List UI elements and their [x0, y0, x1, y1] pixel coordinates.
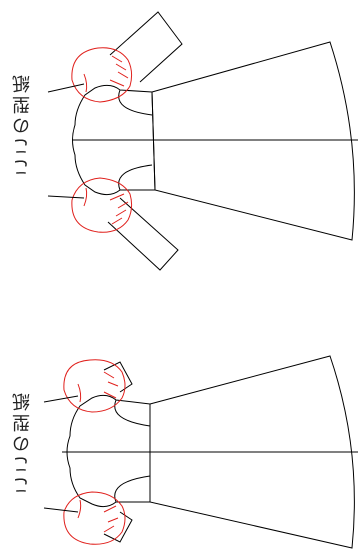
neckline-top-2: [118, 164, 153, 191]
bodice-top: [72, 84, 155, 196]
sleeve-short-bottom: [103, 511, 133, 543]
skirt-bottom: [149, 355, 355, 549]
neckline-bottom: [114, 399, 151, 427]
puff-sleeve-highlight-top: [71, 47, 133, 233]
dress-figure-bottom: [62, 355, 358, 549]
sleeve-short-top: [103, 361, 133, 393]
sleeve-lower-top: [107, 197, 179, 271]
puff-sleeve-highlight-bottom: [63, 359, 126, 545]
leader-lines-bottom: [43, 395, 79, 513]
dress-figure-top: [72, 11, 358, 271]
sleeve-upper-top: [109, 11, 183, 83]
leader-lines-top: [47, 83, 85, 199]
bodice-bottom: [66, 394, 151, 508]
waist-seam-top: [151, 91, 156, 191]
neckline-top: [118, 89, 153, 116]
neckline-bottom-2: [114, 475, 151, 503]
skirt-top: [151, 41, 355, 241]
